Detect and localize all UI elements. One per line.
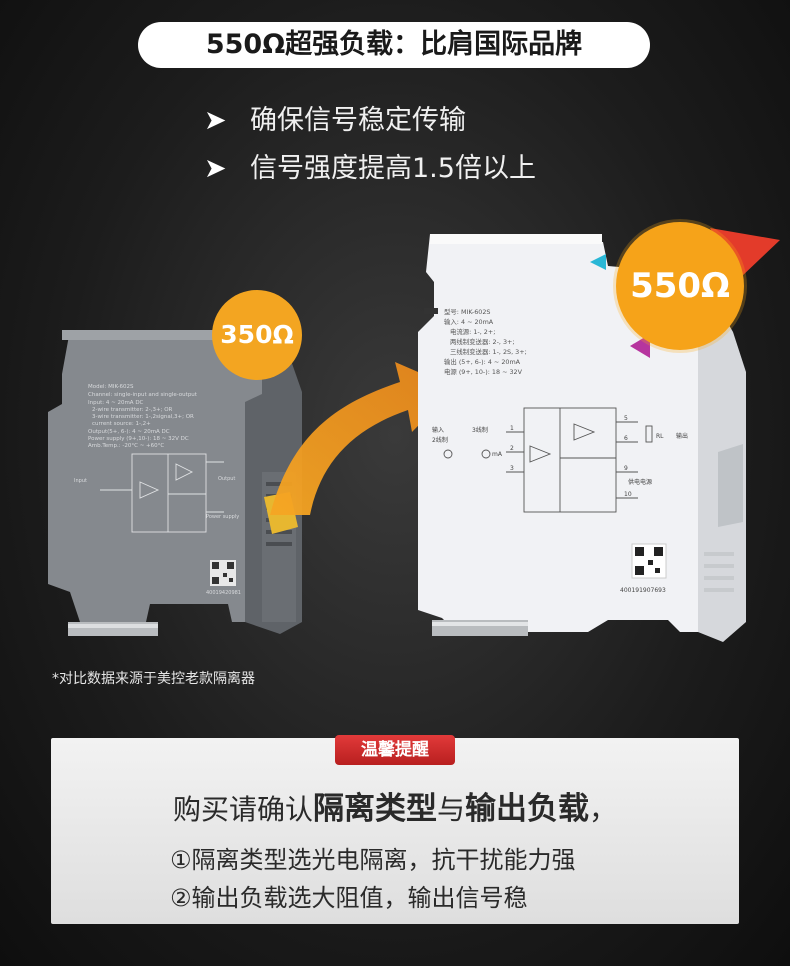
new-isolator-module: 型号: MIK-602S 输入: 4 ~ 20mA 电流源: 1-, 2+; 两…	[418, 234, 746, 642]
footnote: *对比数据来源于美控老款隔离器	[52, 671, 255, 687]
wiring-diagram	[443, 407, 653, 513]
spec-line: Amb.Temp.: -20°C ~ +60°C	[88, 443, 164, 449]
diagram-three-wire-label: 3线制	[472, 426, 488, 434]
spec-line: 电源 (9+, 10-): 18 ~ 32V	[444, 367, 523, 376]
tip-headline-strong: 隔离类型	[312, 791, 437, 827]
terminal-label: 3	[510, 465, 514, 472]
tip-tag: 温馨提醒	[335, 735, 455, 765]
load-badge-550: 550Ω	[616, 222, 744, 350]
tip-line: ②输出负载选大阻值，输出信号稳	[170, 884, 528, 912]
spec-line: Output(5+, 6-): 4 ~ 20mA DC	[88, 429, 170, 435]
comparison-arrow-icon	[270, 362, 455, 515]
model-label: Model: MIK-602S	[88, 384, 134, 390]
qr-code-icon	[631, 543, 667, 579]
tip-headline-mid: 与	[436, 793, 465, 826]
tip-line: ①隔离类型选光电隔离，抗干扰能力强	[170, 846, 576, 874]
spec-line: 三线制变送器: 1-, 2S, 3+;	[450, 347, 527, 356]
diagram-input-label: 输入	[432, 426, 444, 434]
spec-line: Power supply (9+,10-): 18 ~ 32V DC	[88, 436, 189, 442]
bullet-text: 确保信号稳定传输	[250, 105, 466, 136]
diagram-input-label: Input	[74, 478, 87, 484]
spec-line: 两线制变送器: 2-, 3+;	[450, 337, 515, 346]
diagram-rl-label: RL	[656, 433, 664, 440]
old-isolator-module: Model: MIK-602S Channel: single-input an…	[48, 330, 302, 636]
terminal-label: 5	[624, 415, 628, 422]
tip-panel	[51, 738, 739, 924]
tip-headline-prefix: 购买请确认	[172, 793, 313, 826]
terminal-label: 6	[624, 435, 628, 442]
bullet-text: 信号强度提高1.5倍以上	[250, 153, 536, 184]
diagram-power-label: Power supply	[206, 514, 239, 520]
tip-headline: 购买请确认隔离类型与输出负载，	[51, 783, 739, 828]
spec-line: 输出 (5+, 6-): 4 ~ 20mA	[444, 357, 521, 366]
terminal-label: 10	[624, 491, 632, 498]
terminal-label: 2	[510, 445, 514, 452]
spec-line: 3-wire transmitter: 1-,2signal,3+; OR	[92, 414, 194, 420]
serial-number: 40019420981	[206, 590, 241, 596]
arrow-right-icon: ➤	[204, 105, 227, 136]
wiring-diagram	[100, 453, 224, 533]
qr-code-icon	[210, 560, 236, 586]
arrow-right-icon: ➤	[204, 153, 227, 184]
tip-headline-suffix: ，	[589, 793, 618, 826]
spec-line: 输入: 4 ~ 20mA	[444, 317, 494, 326]
bullet-item: ➤ 确保信号稳定传输	[204, 98, 466, 137]
terminal-label: 9	[624, 465, 628, 472]
spec-line: current source: 1-,2+	[92, 421, 151, 427]
serial-number: 400191907693	[620, 587, 666, 594]
spec-line: Input: 4 ~ 20mA DC	[88, 400, 144, 406]
diagram-output-label: 输出	[676, 432, 688, 440]
page-title: 550Ω超强负载：比肩国际品牌	[138, 22, 650, 68]
diagram-ma-label: mA	[492, 451, 503, 458]
diagram-power-label: 供电电源	[628, 478, 652, 486]
load-badge-350: 350Ω	[212, 290, 302, 380]
model-label: 型号: MIK-602S	[444, 307, 490, 316]
tip-headline-strong: 输出负载	[465, 791, 589, 827]
spec-line: 2-wire transmitter: 2-,3+; OR	[92, 407, 173, 413]
diagram-output-label: Output	[218, 476, 235, 482]
terminal-label: 1	[510, 425, 514, 432]
spec-line: Channel: single-input and single-output	[88, 392, 198, 398]
diagram-two-wire-label: 2线制	[432, 436, 448, 444]
spec-line: 电流源: 1-, 2+;	[450, 327, 495, 336]
bullet-item: ➤ 信号强度提高1.5倍以上	[204, 146, 536, 185]
